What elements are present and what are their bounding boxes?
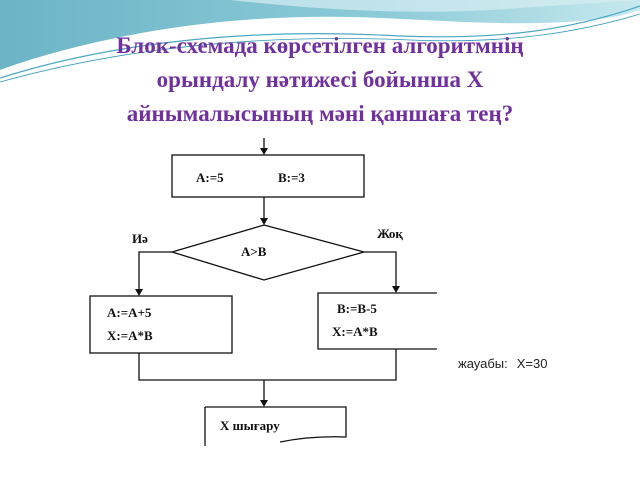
yes-block-line-2: X:=A*B [107,328,153,343]
yes-label: Иә [132,231,148,246]
title-line-2: орындалу нәтижесі бойынша Х [156,67,484,92]
answer-value: X=30 [516,356,548,371]
output-block-text: X шығару [220,418,280,433]
title-line-3: айнымалысының мәні қаншаға тең? [126,101,514,126]
answer-label: жауабы: [458,356,508,371]
condition-text: A>B [241,244,267,259]
title-line-1: Блок-схемада көрсетілген алгоритмнің [116,33,524,58]
answer: жауабы: X=30 [458,356,548,371]
no-block-line-1: B:=B-5 [337,301,377,316]
slide-title: Блок-схемада көрсетілген алгоритмнің оры… [40,29,600,131]
no-label: Жоқ [377,226,403,241]
flowchart: A:=5 B:=3 A>B Иә Жоқ A:=A+5 X:=A*B B:=B-… [75,138,437,446]
init-a-text: A:=5 [196,170,224,185]
no-block-line-2: X:=A*B [332,324,378,339]
init-b-text: B:=3 [278,170,305,185]
flowchart-lines [89,138,437,446]
yes-block-line-1: A:=A+5 [107,305,152,320]
